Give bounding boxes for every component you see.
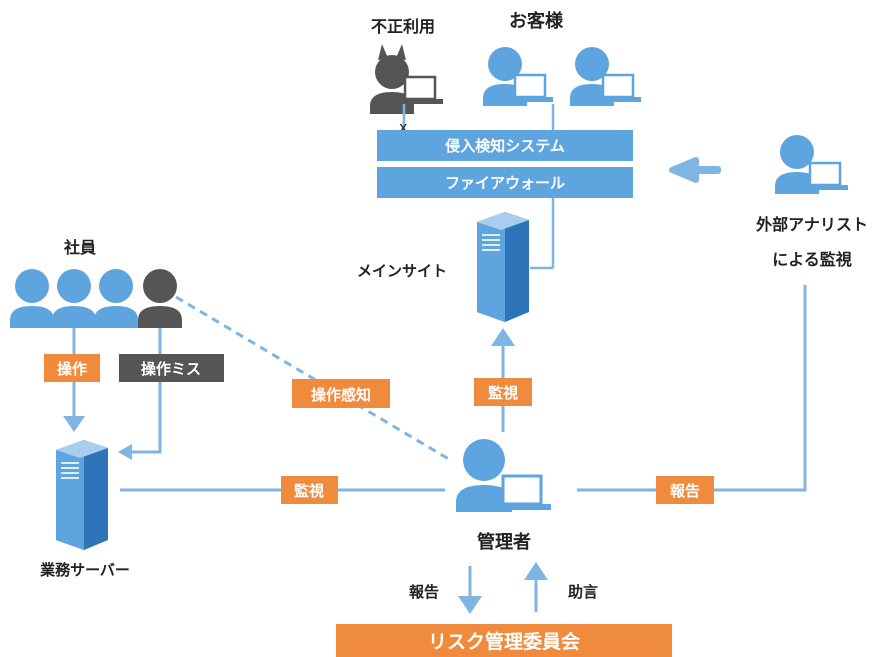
report-down-arrow-icon [458,596,482,614]
business-server-label: 業務サーバー [39,561,130,579]
business-server-icon [56,440,108,550]
employees-label: 社員 [63,238,96,257]
customer-1-laptop-icon [505,73,555,104]
operation-error-arrow-icon [118,444,132,460]
monitor-up-arrow-icon [491,328,515,346]
firewall-bar [377,167,633,198]
ids-bar [377,130,633,161]
external-analyst-label-1: 外部アナリスト [755,215,868,234]
monitor-up-tag-label: 監視 [488,384,518,402]
monitor-up-tag [474,378,532,406]
report-right-tag-label: 報告 [670,482,700,500]
customer-2-laptop-icon [593,73,643,104]
admin-laptop-icon [493,474,551,510]
blocked-x-mark: x [399,120,407,136]
operation-tag [44,354,100,382]
main-site-label: メインサイト [357,262,447,280]
customers-label: お客様 [509,10,564,32]
risk-committee-bar [336,624,672,657]
operation-tag-label: 操作 [57,360,87,378]
firewall-label: ファイアウォール [445,174,565,192]
report-right-tag [656,476,714,504]
operation-error-tag [119,354,224,382]
external-analyst-laptop-icon [800,161,850,192]
employee-2-person-icon [52,269,96,328]
report-right-line [577,285,807,492]
external-arrow-icon [669,157,721,183]
fraud-label: 不正利用 [371,17,435,36]
fraud-laptop-icon [397,75,443,104]
admin-label: 管理者 [477,531,531,553]
operation-error-line [128,328,162,454]
monitor-left-tag [281,476,338,504]
report-down-label: 報告 [409,583,439,601]
employee-1-person-icon [10,269,54,328]
operation-arrow-icon [63,416,85,432]
external-analyst-label-2: による監視 [772,250,852,269]
advice-up-arrow-icon [524,562,548,580]
risk-committee-label: リスク管理委員会 [428,630,580,653]
advice-up-label: 助言 [568,583,598,601]
monitor-left-tag-label: 監視 [294,482,324,500]
employee-3-person-icon [94,269,138,328]
operation-detect-tag [292,379,390,408]
ids-label: 侵入検知システム [444,137,565,155]
operation-error-tag-label: 操作ミス [141,360,201,378]
operation-detect-tag-label: 操作感知 [311,386,371,404]
main-site-server-icon [477,212,529,322]
employee-error-person-icon [138,269,182,328]
